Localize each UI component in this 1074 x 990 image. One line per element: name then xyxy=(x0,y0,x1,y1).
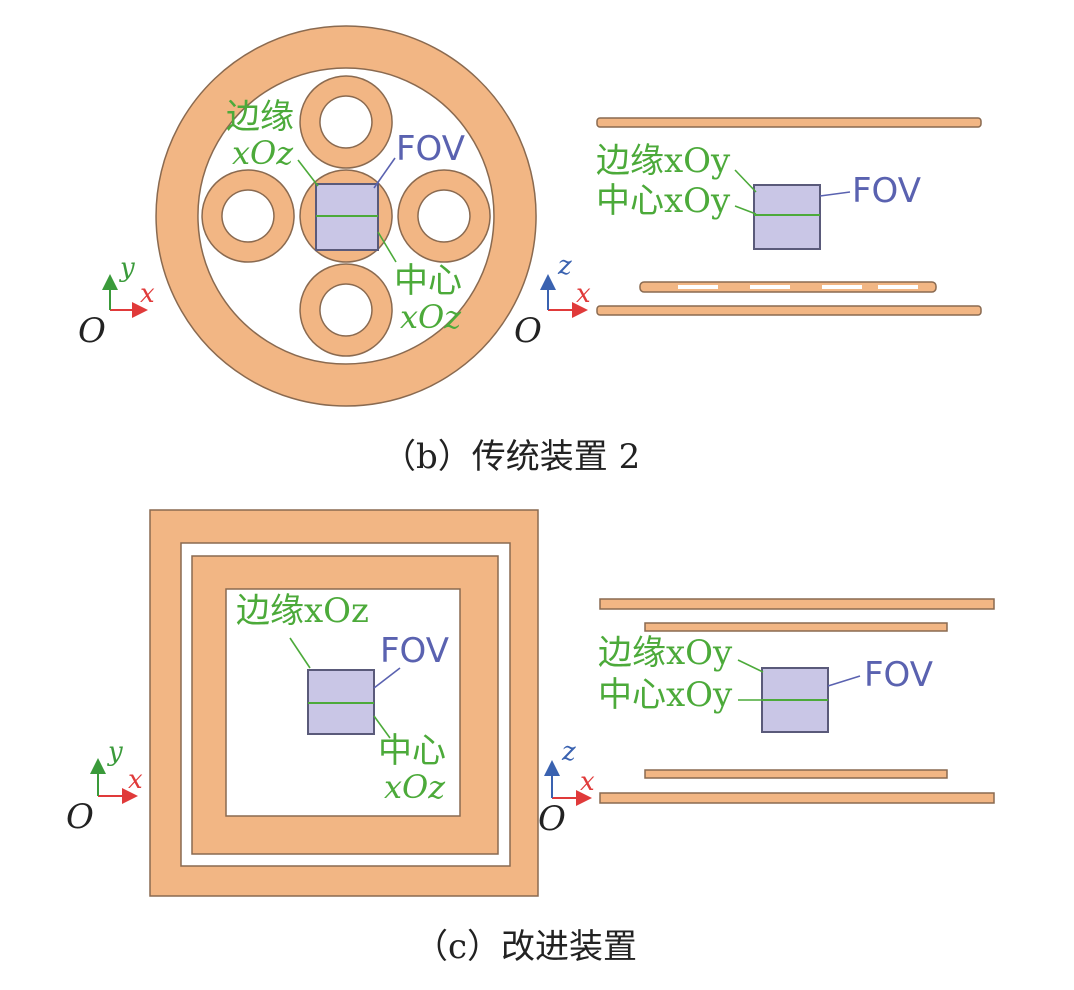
axes-xy: x y O xyxy=(66,737,143,837)
label-fov-side: FOV xyxy=(852,171,921,211)
plate-bottom-outer xyxy=(599,792,995,804)
label-edge-xoz-2: xOz xyxy=(232,134,294,172)
axes-xz: x z O xyxy=(514,251,591,351)
axis-label-origin: O xyxy=(66,797,94,837)
axis-label-origin: O xyxy=(78,311,106,351)
axis-label-x: x xyxy=(576,279,591,309)
leader-edge-xoy xyxy=(737,659,764,673)
leader-fov xyxy=(373,667,401,689)
caption-c: （c）改进装置 xyxy=(414,927,637,967)
ring-coil-right xyxy=(397,169,491,263)
label-center-xoz-2: xOz xyxy=(384,768,446,806)
leader-fov-side xyxy=(827,675,861,687)
axis-label-origin: O xyxy=(538,799,566,839)
axis-label-y: y xyxy=(119,253,135,283)
panel-b-top-view: 边缘 xOz FOV 中心 xOz x y O xyxy=(78,25,537,407)
axes-xy: x y O xyxy=(78,253,155,351)
leader-fov-side xyxy=(819,191,851,197)
coil-gap-4 xyxy=(878,285,918,289)
ring-coil-top xyxy=(299,75,393,169)
label-center-xoy: 中心xOy xyxy=(596,181,731,221)
coil-gap-1 xyxy=(678,285,718,289)
panel-c-top-view: 边缘xOz FOV 中心 xOz x y O xyxy=(66,509,539,897)
leader-center-xoz xyxy=(373,715,391,739)
leader-edge-xoy xyxy=(734,169,757,193)
axis-label-x: x xyxy=(128,765,143,795)
label-edge-xoz: 边缘xOz xyxy=(236,591,369,631)
fov-box-side xyxy=(753,184,821,250)
axis-label-x: x xyxy=(140,279,155,309)
ring-coil-left xyxy=(201,169,295,263)
label-center-xoz-1: 中心 xyxy=(378,731,446,771)
leader-edge-xoz xyxy=(289,637,311,669)
label-center-xoz-1: 中心 xyxy=(394,261,462,301)
plate-top xyxy=(596,117,982,128)
outer-square-coil xyxy=(149,509,539,897)
label-center-xoz-2: xOz xyxy=(400,298,462,336)
axis-label-origin: O xyxy=(514,311,542,351)
plate-bottom-inner xyxy=(644,769,948,779)
plate-bottom xyxy=(596,305,982,316)
ring-coil-bottom xyxy=(299,263,393,357)
axes-xz: x z O xyxy=(538,737,595,839)
axis-label-y: y xyxy=(107,737,123,767)
panel-c-side-view: 边缘xOy 中心xOy FOV x z O xyxy=(538,598,995,839)
caption-b: （b）传统装置 2 xyxy=(382,437,640,477)
label-fov-side: FOV xyxy=(864,655,933,695)
label-edge-xoy: 边缘xOy xyxy=(596,141,731,181)
panel-b: 边缘 xOz FOV 中心 xOz x y O xyxy=(78,25,982,477)
label-edge-xoy: 边缘xOy xyxy=(598,633,733,673)
axis-label-x: x xyxy=(580,767,595,797)
panel-c: 边缘xOz FOV 中心 xOz x y O 边缘xOy 中心xOy xyxy=(66,509,995,967)
plate-top-outer xyxy=(599,598,995,610)
plate-top-inner xyxy=(644,622,948,632)
label-center-xoy: 中心xOy xyxy=(598,675,733,715)
axis-label-z: z xyxy=(561,737,576,767)
label-edge-xoz-1: 边缘 xyxy=(226,97,294,137)
label-fov: FOV xyxy=(396,129,465,169)
coil-gap-2 xyxy=(750,285,790,289)
leader-center-xoz xyxy=(377,231,397,263)
leader-edge-xoz xyxy=(297,159,319,187)
panel-b-side-view: 边缘xOy 中心xOy FOV x z O xyxy=(514,117,982,351)
inner-square-coil xyxy=(191,555,499,855)
leader-center-xoy xyxy=(734,205,757,215)
leader-fov xyxy=(373,157,396,189)
coil-gap-3 xyxy=(822,285,862,289)
axis-label-z: z xyxy=(557,251,572,281)
outer-ring-coil xyxy=(155,25,537,407)
label-fov: FOV xyxy=(380,631,449,671)
